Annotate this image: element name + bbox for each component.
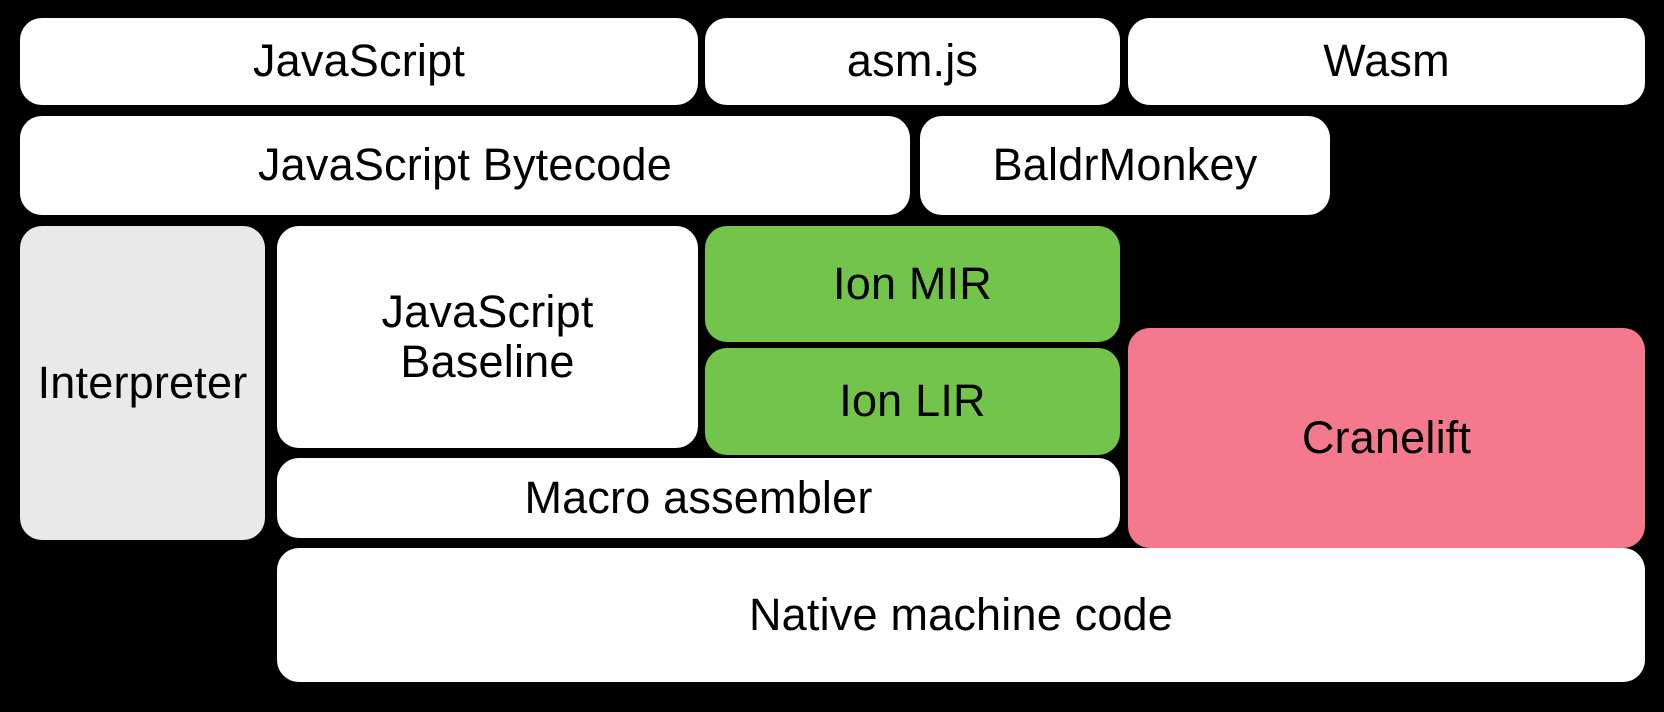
node-javascript-bytecode: JavaScript Bytecode bbox=[20, 116, 910, 215]
node-native-machine-code: Native machine code bbox=[277, 548, 1645, 682]
node-ion-mir: Ion MIR bbox=[705, 226, 1120, 342]
node-ion-lir: Ion LIR bbox=[705, 348, 1120, 455]
node-javascript-baseline: JavaScript Baseline bbox=[277, 226, 698, 448]
node-wasm: Wasm bbox=[1128, 18, 1645, 105]
node-cranelift: Cranelift bbox=[1128, 328, 1645, 548]
node-asmjs: asm.js bbox=[705, 18, 1120, 105]
node-baldrmonkey: BaldrMonkey bbox=[920, 116, 1330, 215]
node-javascript: JavaScript bbox=[20, 18, 698, 105]
node-macro-assembler: Macro assembler bbox=[277, 458, 1120, 538]
node-interpreter: Interpreter bbox=[20, 226, 265, 540]
